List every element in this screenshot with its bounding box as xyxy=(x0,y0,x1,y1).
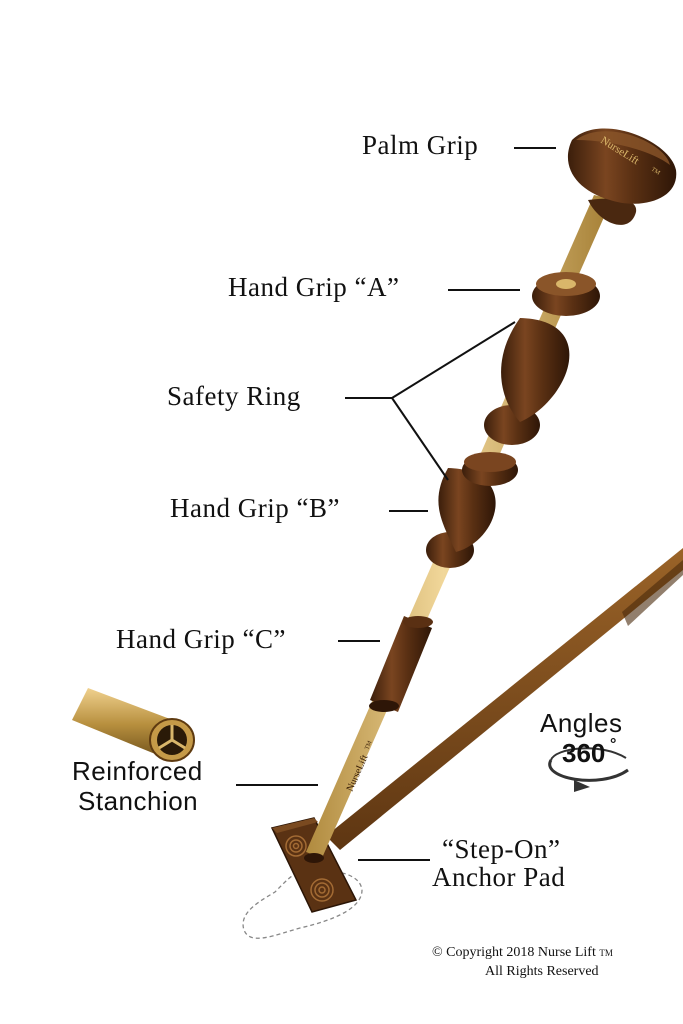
anchor-pad xyxy=(270,817,358,913)
copyright-line1: © Copyright 2018 Nurse Lift TM xyxy=(432,945,613,961)
label-safety-ring: Safety Ring xyxy=(167,381,301,411)
copyright-line2: All Rights Reserved xyxy=(485,964,599,979)
label-anchor-line1: “Step-On” xyxy=(442,834,561,864)
label-angles: Angles xyxy=(540,708,623,738)
hand-grip-c xyxy=(369,616,433,712)
hand-grip-b xyxy=(426,452,518,568)
leader-lines xyxy=(236,147,556,861)
label-angles-value: 360 xyxy=(562,738,606,768)
palm-grip: NurseLift TM xyxy=(567,128,677,225)
support-rod xyxy=(326,548,683,850)
rotation-arrow-icon xyxy=(548,747,629,792)
label-hand-grip-b: Hand Grip “B” xyxy=(170,493,340,523)
label-hand-grip-c: Hand Grip “C” xyxy=(116,624,286,654)
label-hand-grip-a: Hand Grip “A” xyxy=(228,272,400,302)
stanchion-cross-section xyxy=(72,688,195,762)
label-angles-degree: ° xyxy=(610,736,617,753)
hand-grip-a xyxy=(484,272,600,445)
foot-outline xyxy=(242,869,363,939)
copyright-tm: TM xyxy=(599,948,613,958)
shaft-tm: TM xyxy=(364,740,373,751)
label-reinforced-line2: Stanchion xyxy=(78,786,199,816)
label-palm-grip: Palm Grip xyxy=(362,130,479,160)
label-reinforced-line1: Reinforced xyxy=(72,756,203,786)
copyright-text: © Copyright 2018 Nurse Lift xyxy=(432,945,596,960)
label-anchor-line2: Anchor Pad xyxy=(432,862,566,892)
handle-tm: TM xyxy=(650,167,661,177)
